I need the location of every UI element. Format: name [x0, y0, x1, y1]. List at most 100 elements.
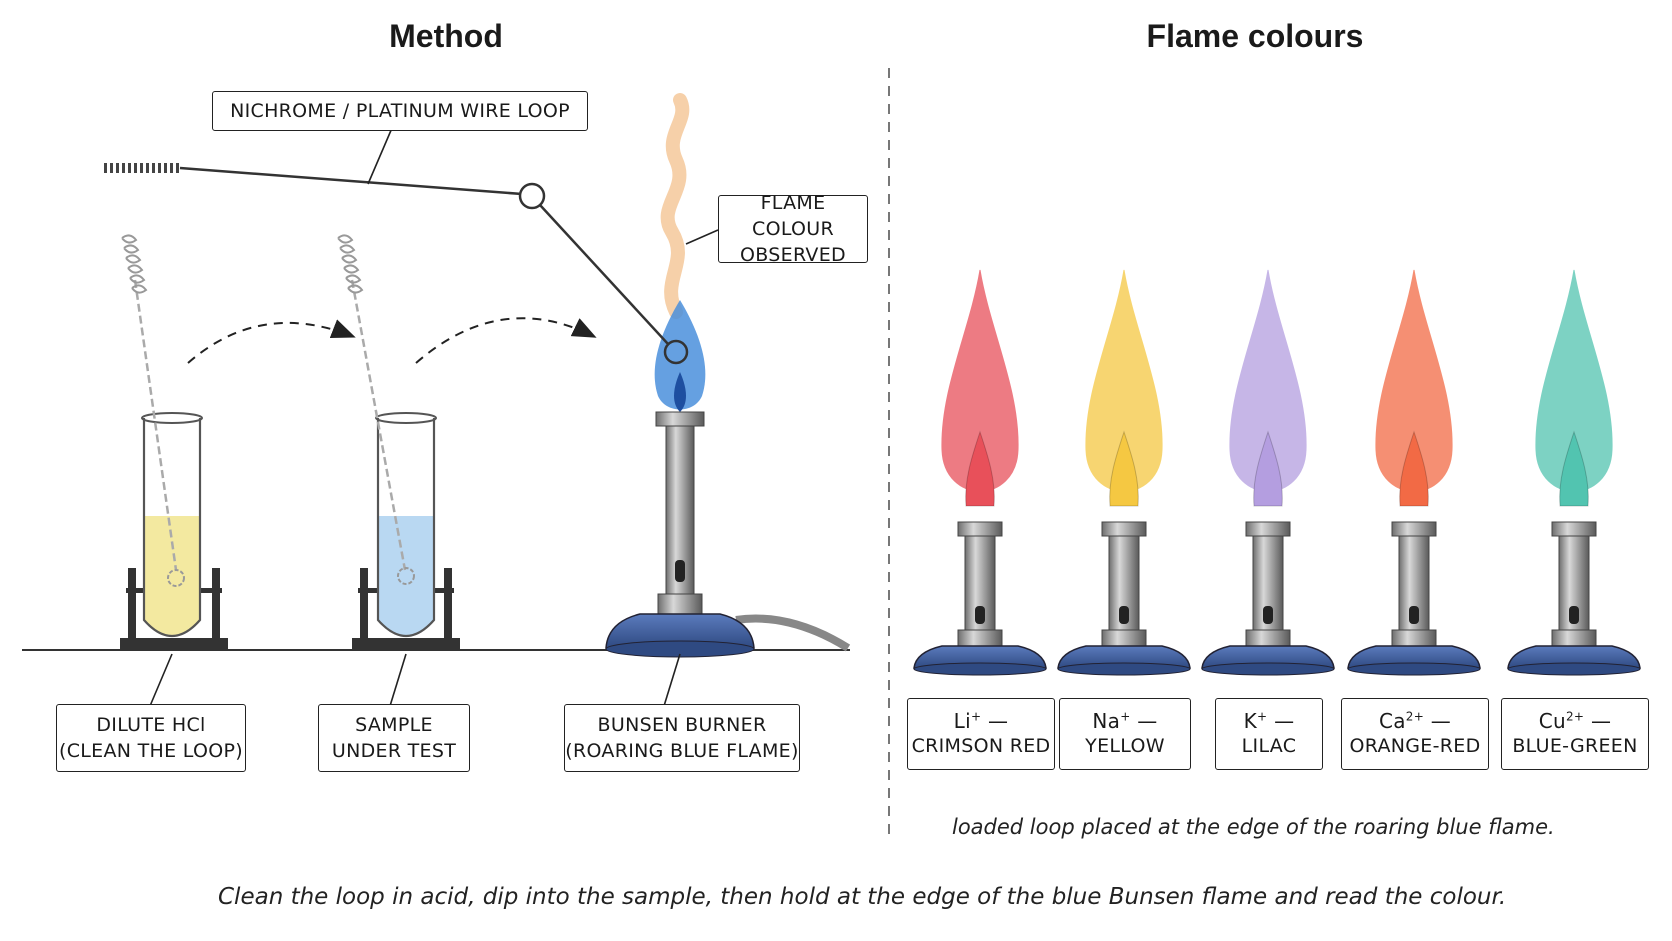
burner-base-rim [1201, 662, 1335, 676]
burner-collar [1245, 521, 1291, 537]
burner-collar [1551, 521, 1597, 537]
wire-loop-label: NICHROME / PLATINUM WIRE LOOP [212, 91, 588, 131]
ion-label-k: K+ —LILAC [1215, 698, 1323, 770]
burner-collar [1391, 521, 1437, 537]
tube-rack-post-left [128, 568, 136, 640]
ion-dash: — [981, 709, 1009, 733]
ion-symbol: K+ — [1244, 709, 1295, 733]
gas-hose [735, 614, 851, 652]
flame-burner-cu [1507, 269, 1641, 676]
ion-symbol: Na+ — [1092, 709, 1157, 733]
air-hole [1569, 606, 1579, 624]
flame-observed-label: FLAME COLOUR OBSERVED [718, 192, 868, 266]
method-bunsen-burner [605, 93, 851, 658]
process-arrow-2 [415, 317, 597, 364]
ion-colour-name: YELLOW [1085, 735, 1165, 757]
air-hole [1263, 606, 1273, 624]
hcl-test-tube [142, 418, 202, 637]
ion-dash: — [1424, 709, 1452, 733]
burner-foot-collar [1391, 629, 1437, 647]
smoke-plume [660, 93, 690, 319]
flame-burner-k [1201, 269, 1335, 676]
burner-base-rim [913, 662, 1047, 676]
ion-element: Na [1092, 709, 1121, 733]
ion-dash: — [1267, 709, 1295, 733]
ion-label-ca: Ca2+ —ORANGE-RED [1341, 698, 1489, 770]
flame-observed-label-line1: FLAME COLOUR [752, 192, 834, 240]
air-hole [1409, 606, 1419, 624]
tube-rack-post-right [444, 568, 452, 640]
ion-colour-name: CRIMSON RED [911, 735, 1051, 757]
burner-base [1347, 645, 1481, 669]
bottom-caption: Clean the loop in acid, dip into the sam… [218, 884, 1507, 910]
ion-label-cu: Cu2+ —BLUE-GREEN [1501, 698, 1649, 770]
ion-label-na: Na+ —YELLOW [1059, 698, 1191, 770]
hcl-test-tube-group [120, 234, 228, 650]
ion-label-li: Li+ —CRIMSON RED [907, 698, 1055, 770]
ion-charge: + [1120, 709, 1131, 724]
burner-base [1507, 645, 1641, 669]
nichrome-wire-loop [104, 163, 689, 365]
leader-wire-loop [367, 127, 393, 185]
loop-tip [663, 339, 689, 365]
burner-base-rim [1057, 662, 1191, 676]
burner-base-rim [1507, 662, 1641, 676]
wire-pivot-ring [518, 182, 546, 210]
air-hole [1119, 606, 1129, 624]
bunsen-flame [654, 300, 706, 410]
burner-base [913, 645, 1047, 669]
ion-colour-name: BLUE-GREEN [1512, 735, 1638, 757]
ion-dash: — [1130, 709, 1158, 733]
dilute-hcl-label-line2: (CLEAN THE LOOP) [59, 740, 243, 762]
sample-label-line1: SAMPLE [355, 714, 433, 736]
leader-sample [389, 653, 407, 707]
process-arrow-1 [187, 319, 356, 364]
leader-flame-observed [685, 229, 719, 245]
ion-charge: 2+ [1565, 709, 1585, 724]
burner-base-rim [1347, 662, 1481, 676]
flame-colours-title: Flame colours [1146, 18, 1364, 54]
burner-collar [1101, 521, 1147, 537]
flame-inner-k [1253, 430, 1283, 507]
bunsen-burner-label-line2: (ROARING BLUE FLAME) [565, 740, 799, 762]
bunsen-burner-label-line1: BUNSEN BURNER [597, 714, 767, 736]
flame-burner-ca [1347, 269, 1481, 676]
leader-hcl [149, 653, 173, 707]
ion-charge: 2+ [1405, 709, 1425, 724]
flame-colour-burners [913, 269, 1641, 676]
flame-burner-li [913, 269, 1047, 676]
burner-foot-collar [1551, 629, 1597, 647]
burner-foot-collar [1245, 629, 1291, 647]
burner-foot-collar [957, 629, 1003, 647]
tube-rack-base [120, 638, 228, 650]
flame-inner-cu [1559, 430, 1589, 507]
ion-symbol: Ca2+ — [1379, 709, 1451, 733]
ion-symbol: Li+ — [954, 709, 1009, 733]
flame-inner-ca [1399, 430, 1429, 507]
right-caption: loaded loop placed at the edge of the ro… [952, 815, 1555, 839]
ion-colour-name: LILAC [1241, 735, 1297, 757]
ion-element: Cu [1538, 709, 1566, 733]
burner-base [1201, 645, 1335, 669]
flame-inner-li [965, 430, 995, 507]
wire-loop-label-text: NICHROME / PLATINUM WIRE LOOP [230, 100, 570, 122]
burner-foot-collar [1101, 629, 1147, 647]
sample-test-tube [376, 418, 436, 637]
ion-element: K [1243, 709, 1258, 733]
leader-bunsen [663, 653, 681, 707]
sample-label-line2: UNDER TEST [331, 740, 457, 762]
flame-observed-label-line2: OBSERVED [740, 244, 846, 266]
ion-charge: + [970, 709, 982, 724]
flame-burner-na [1057, 269, 1191, 676]
ion-dash: — [1584, 709, 1612, 733]
hcl-liquid [144, 516, 200, 635]
burner-collar [957, 521, 1003, 537]
air-hole [975, 606, 985, 624]
ion-colour-name: ORANGE-RED [1349, 735, 1481, 757]
bunsen-burner-label: BUNSEN BURNER (ROARING BLUE FLAME) [564, 704, 800, 772]
ion-element: Li [953, 709, 971, 733]
ion-charge: + [1257, 709, 1268, 724]
method-title: Method [389, 18, 503, 54]
dilute-hcl-label-line1: DILUTE HCl [96, 714, 206, 736]
